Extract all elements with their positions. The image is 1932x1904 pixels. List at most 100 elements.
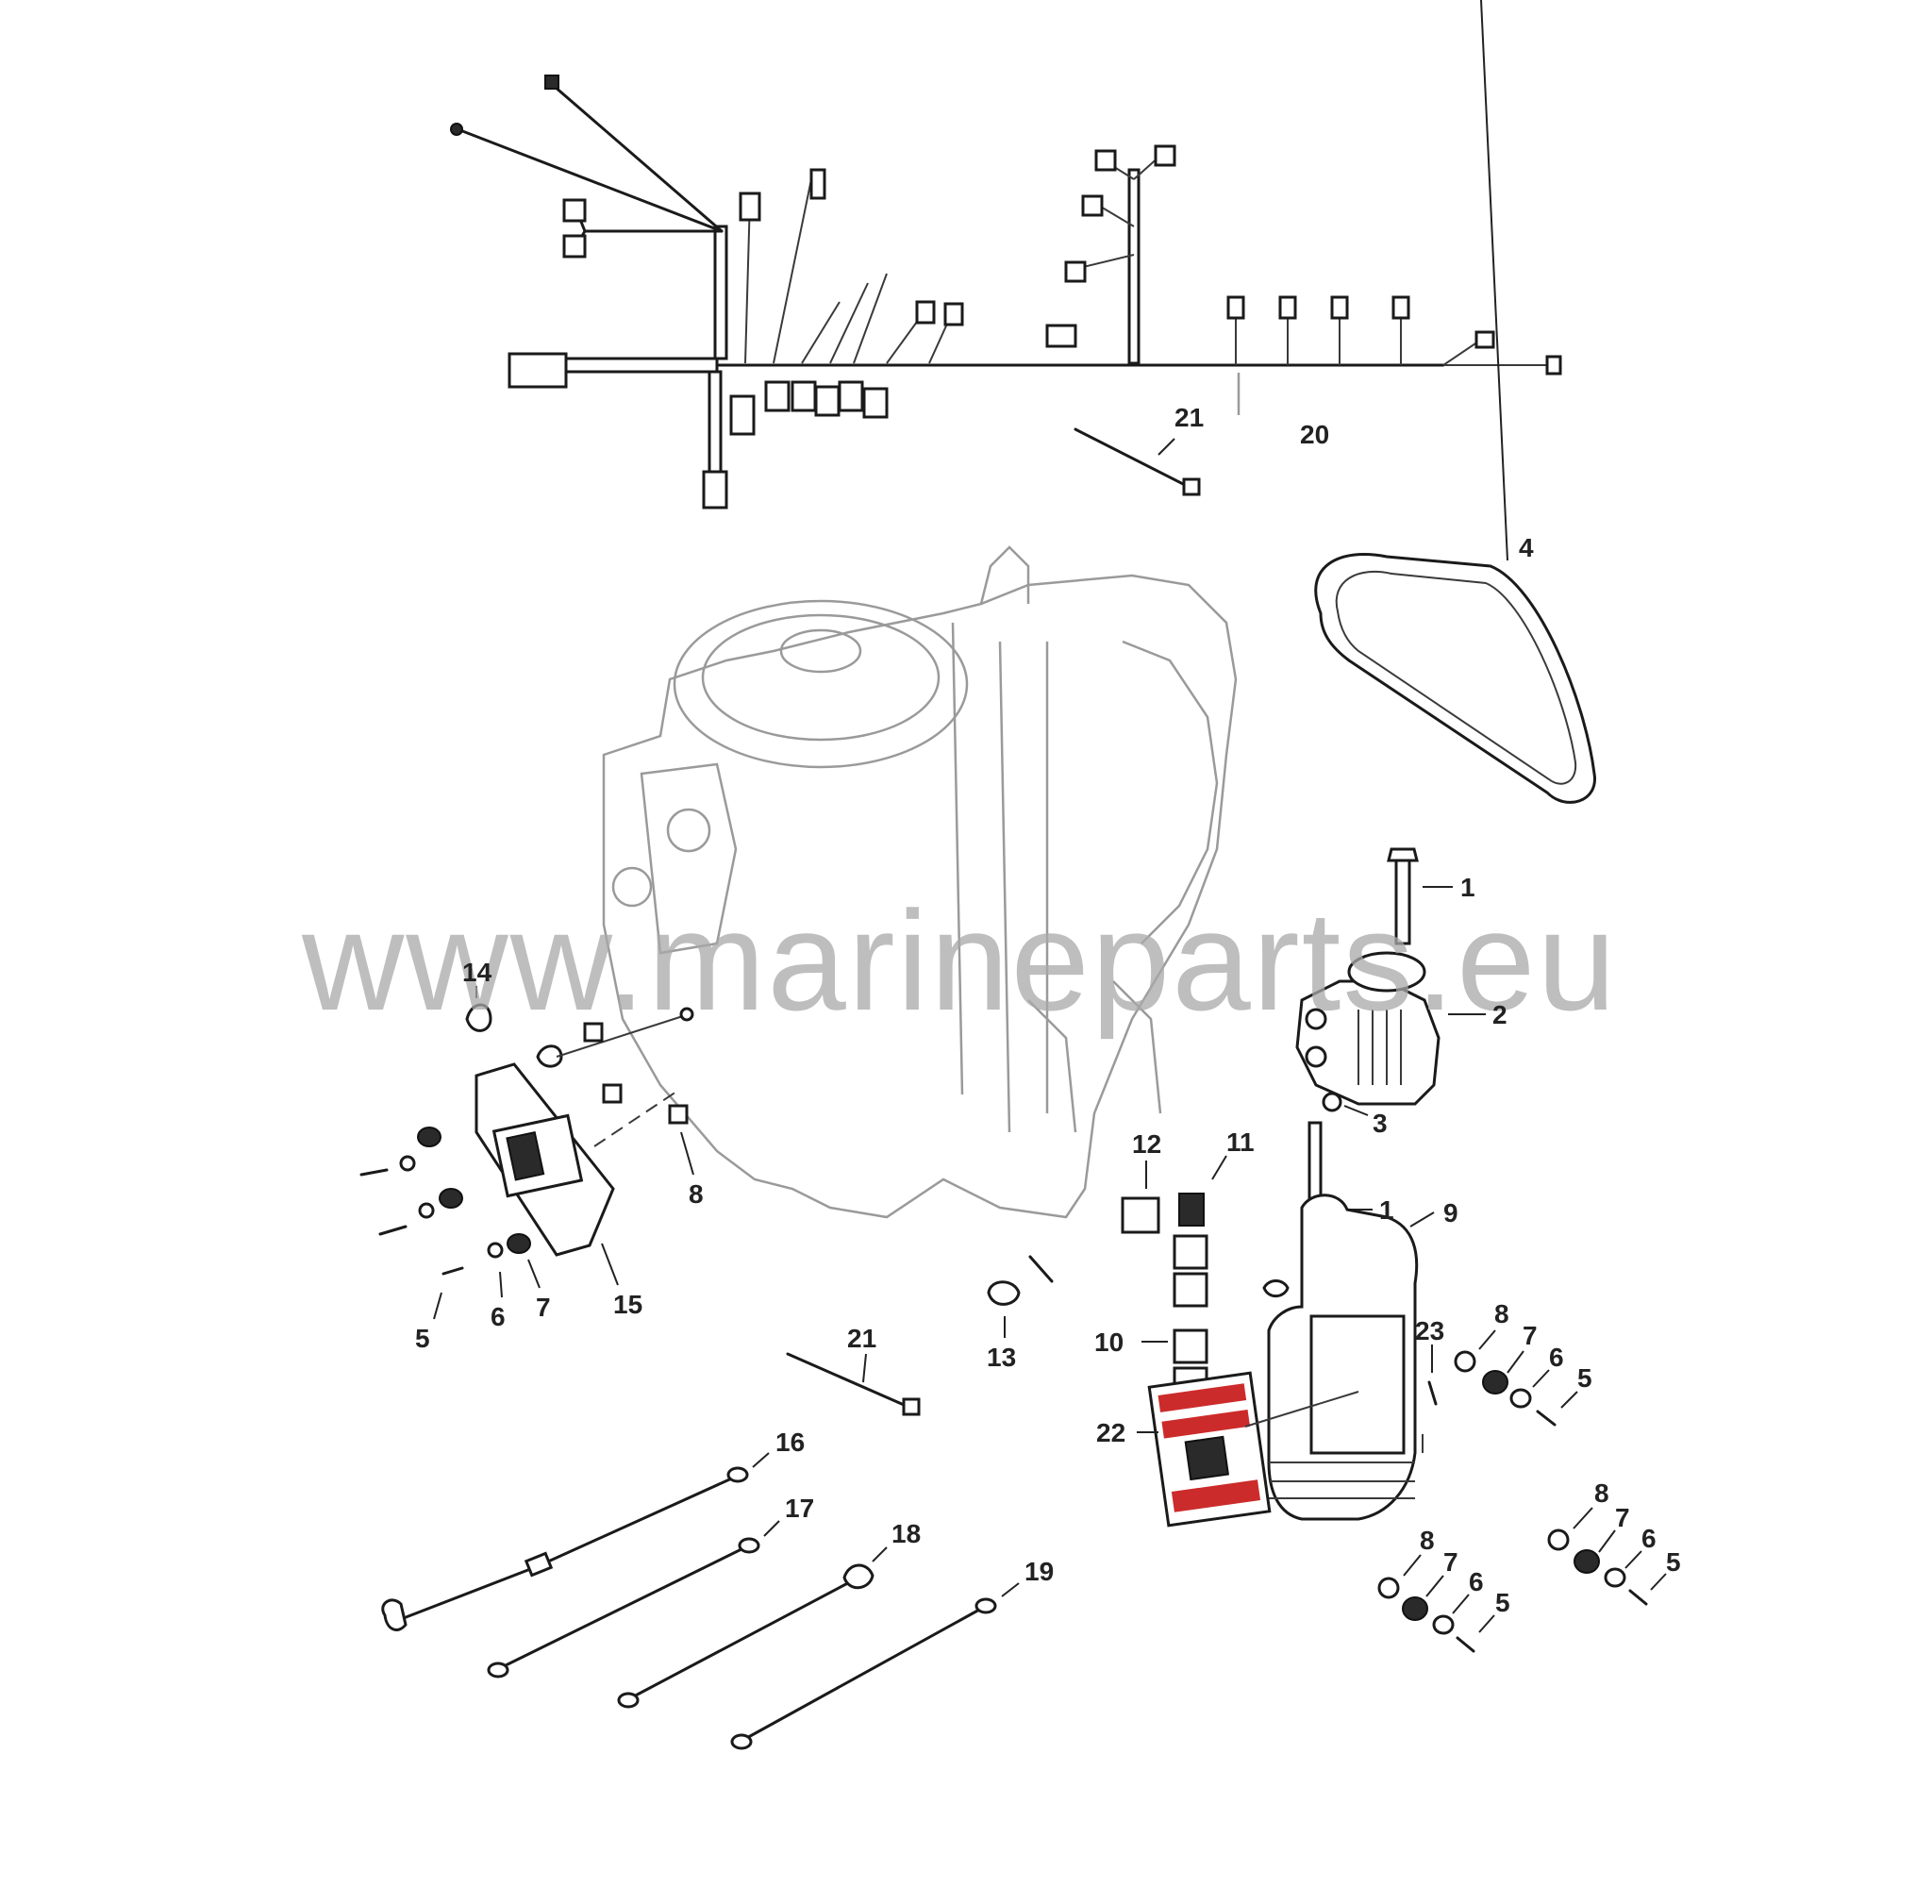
decal-band-2 bbox=[1161, 1409, 1251, 1439]
fastener-stack-right-lower bbox=[1547, 1507, 1667, 1606]
cable-tie-bottom bbox=[786, 1352, 921, 1416]
leader-15 bbox=[601, 1243, 619, 1286]
harness-hang-connector-2 bbox=[764, 380, 791, 412]
injector-plug-3 bbox=[1330, 295, 1349, 320]
leader-5a bbox=[433, 1292, 442, 1320]
harness-plug-b bbox=[562, 234, 587, 259]
callout-15: 15 bbox=[613, 1290, 642, 1319]
cable-16-ring bbox=[726, 1466, 749, 1483]
harness-hang-connector-4 bbox=[814, 385, 841, 417]
cable-tie-head-2 bbox=[902, 1397, 921, 1416]
relay-10a bbox=[1173, 1234, 1208, 1270]
fuse-holder-11 bbox=[1178, 1193, 1205, 1227]
callout-18: 18 bbox=[891, 1519, 921, 1548]
leader-5b bbox=[1560, 1391, 1578, 1409]
flywheel-hub bbox=[779, 628, 862, 674]
cover-clip bbox=[1262, 1279, 1290, 1298]
relay-12 bbox=[1121, 1196, 1160, 1234]
leader-7b bbox=[1507, 1350, 1524, 1374]
leader-11 bbox=[1211, 1155, 1227, 1180]
leader-4 bbox=[1480, 0, 1508, 561]
leader-3 bbox=[1343, 1105, 1369, 1116]
callout-12: 12 bbox=[1132, 1129, 1161, 1159]
wiring-harness bbox=[450, 75, 1562, 509]
callout-14: 14 bbox=[462, 958, 492, 987]
callout-1-top: 1 bbox=[1460, 873, 1475, 902]
bushing-7b bbox=[1482, 1370, 1508, 1395]
leader-8d bbox=[1403, 1554, 1422, 1577]
leader-17 bbox=[763, 1520, 780, 1537]
relay-group bbox=[987, 1155, 1227, 1402]
cable-tie-body bbox=[1074, 427, 1192, 490]
callout-6-upper: 6 bbox=[1549, 1343, 1564, 1372]
grommet-1 bbox=[583, 1022, 604, 1043]
leader-5c bbox=[1650, 1573, 1667, 1591]
callout-13: 13 bbox=[987, 1343, 1016, 1372]
fastener-stack-center-lower bbox=[1377, 1554, 1495, 1653]
harness-right-plug-3 bbox=[1081, 194, 1104, 217]
callout-1-bottom: 1 bbox=[1379, 1195, 1394, 1225]
cable-18-boot bbox=[842, 1563, 874, 1590]
leader-16 bbox=[752, 1452, 770, 1468]
relay-10c bbox=[1173, 1328, 1208, 1364]
decal-band-3 bbox=[1171, 1479, 1261, 1512]
ecm-assembly bbox=[359, 986, 694, 1320]
leader-7d bbox=[1425, 1575, 1444, 1597]
injector-plug-4 bbox=[1391, 295, 1410, 320]
clip-14 bbox=[465, 1003, 492, 1032]
cables bbox=[381, 1452, 1020, 1750]
leader-19 bbox=[1001, 1582, 1020, 1597]
grommet-8b bbox=[1454, 1350, 1476, 1373]
harness-right-plug-2 bbox=[1154, 144, 1176, 167]
callout-17: 17 bbox=[785, 1494, 814, 1523]
ecm-connector bbox=[506, 1130, 545, 1181]
decal-header-band bbox=[1158, 1383, 1247, 1412]
screw-13 bbox=[1028, 1255, 1054, 1283]
cable-tie-head bbox=[1182, 477, 1201, 496]
grommet-8d bbox=[1377, 1577, 1400, 1599]
engine-head-lines bbox=[951, 622, 1049, 1133]
harness-mid-connector bbox=[1045, 324, 1077, 348]
cover-ribs bbox=[1269, 1461, 1415, 1499]
bushing-7c bbox=[1574, 1549, 1600, 1574]
callout-19: 19 bbox=[1024, 1557, 1054, 1586]
crankcase-cover bbox=[640, 762, 738, 955]
callout-8-upper: 8 bbox=[1494, 1299, 1509, 1328]
grommet-2 bbox=[602, 1083, 623, 1104]
harness-branch-down bbox=[708, 370, 723, 477]
clip-wire bbox=[556, 1013, 690, 1058]
grommet-3 bbox=[668, 1104, 689, 1125]
alternator-mount-ear-bottom bbox=[1305, 1045, 1327, 1068]
cable-17 bbox=[498, 1545, 747, 1670]
harness-end-plug bbox=[1474, 330, 1495, 349]
callout-5-ecm: 5 bbox=[415, 1324, 430, 1353]
callout-4: 4 bbox=[1519, 533, 1534, 562]
harness-right-branch bbox=[1127, 168, 1141, 365]
relay-10b bbox=[1173, 1272, 1208, 1308]
engine-outline bbox=[602, 574, 1238, 1219]
clip-13 bbox=[987, 1280, 1021, 1306]
harness-wire-terminal-2 bbox=[544, 75, 559, 90]
grommet-8c bbox=[1547, 1528, 1570, 1551]
callout-5-right: 5 bbox=[1666, 1547, 1681, 1577]
harness-trunk-left bbox=[564, 357, 719, 374]
leader-6a bbox=[499, 1271, 503, 1298]
harness-wire-2 bbox=[545, 78, 724, 233]
cable-tie-body-2 bbox=[786, 1352, 912, 1410]
callout-21-top: 21 bbox=[1174, 403, 1204, 432]
leader-8b bbox=[1478, 1329, 1496, 1350]
callout-7-ecm: 7 bbox=[536, 1293, 551, 1322]
washer-6d bbox=[1432, 1614, 1455, 1635]
decal-figure bbox=[1184, 1435, 1230, 1481]
harness-plug-d bbox=[809, 168, 826, 200]
cable-16 bbox=[394, 1475, 738, 1623]
bolt-bottom bbox=[1307, 1121, 1323, 1208]
harness-right-plug-1 bbox=[1094, 149, 1117, 172]
alternator-assembly bbox=[1295, 847, 1486, 1219]
leader-6c bbox=[1624, 1550, 1642, 1569]
clip-terminal bbox=[679, 1007, 694, 1022]
bushing-7d bbox=[1402, 1596, 1428, 1621]
harness-plug-f bbox=[943, 302, 964, 326]
callout-3: 3 bbox=[1373, 1109, 1388, 1138]
